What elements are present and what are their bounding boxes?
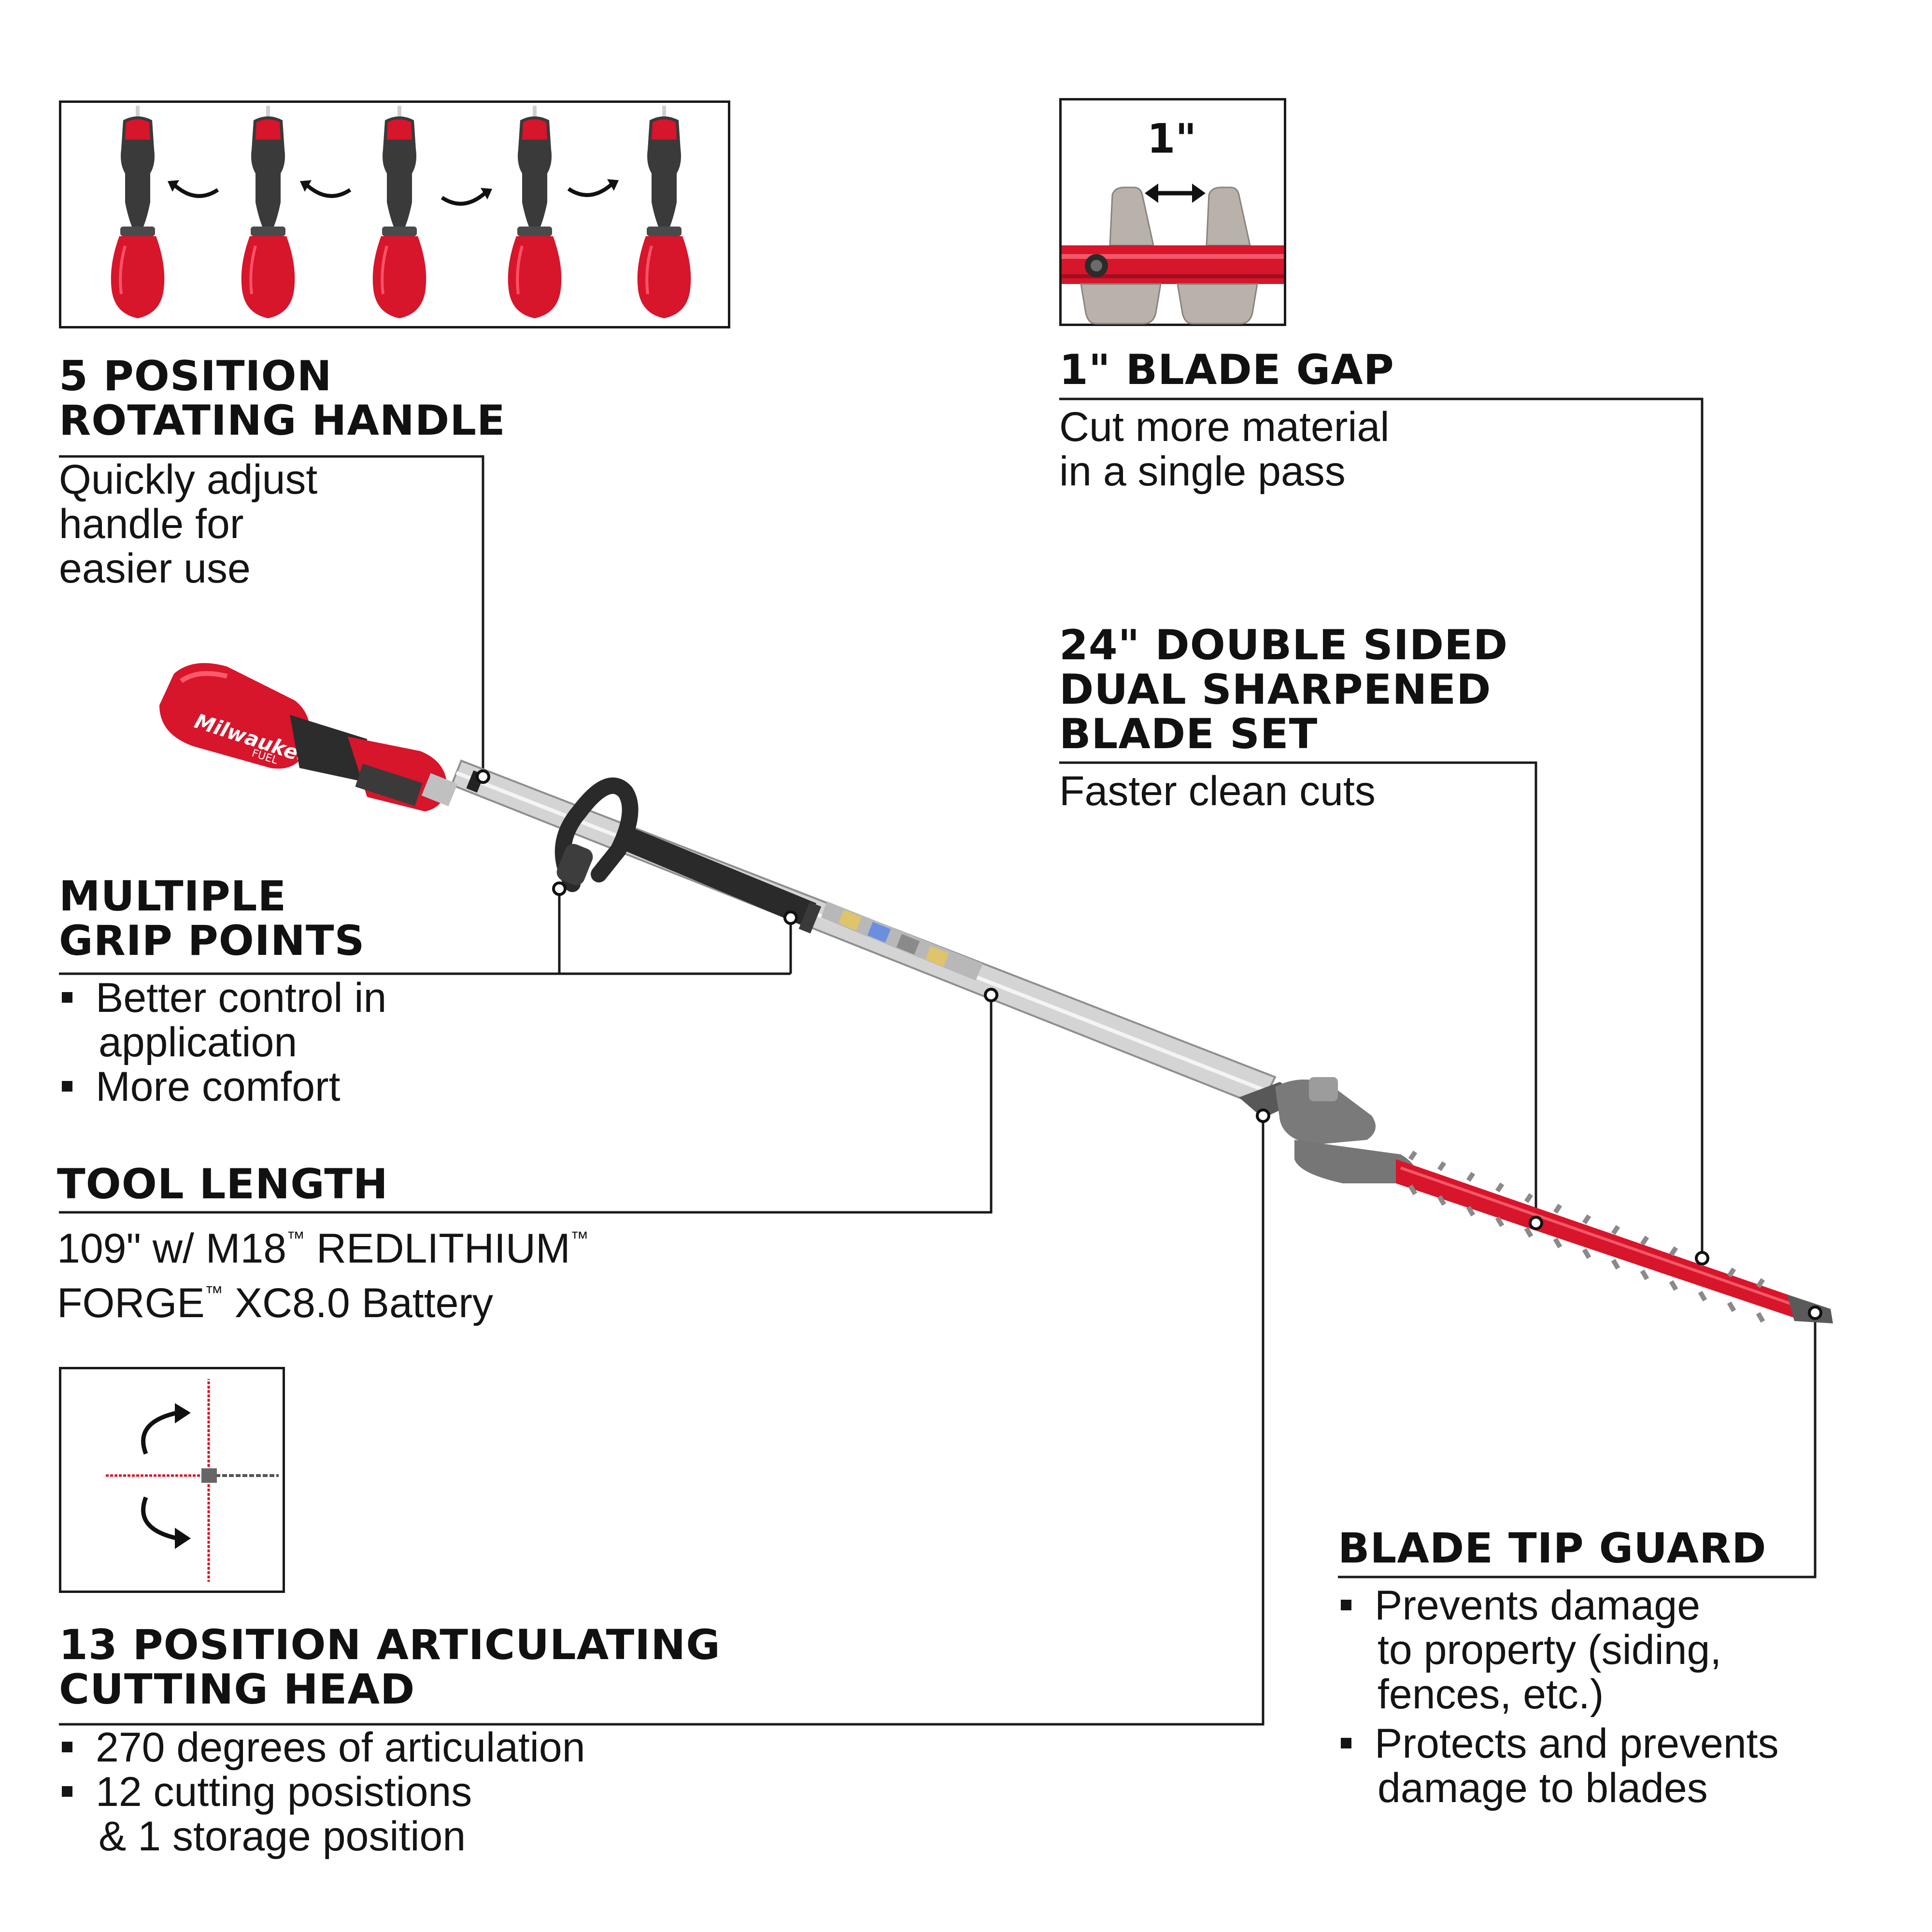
- handle-title-2: ROTATING HANDLE: [59, 397, 506, 445]
- handle-positions-inset: [59, 100, 730, 328]
- length-line-2: FORGE™ XC8.0 Battery: [57, 1280, 494, 1326]
- head-b2-l1: 12 cutting posistions: [96, 1769, 472, 1815]
- grip-sleeve: [623, 827, 822, 934]
- gap-title: 1" BLADE GAP: [1059, 346, 1394, 394]
- length-callout: TOOL LENGTH 109" w/ M18™ REDLITHIUM™ FOR…: [57, 1162, 589, 1325]
- tip-b2-l2: damage to blades: [1378, 1765, 1708, 1811]
- blade-gap-inset: 1": [1059, 98, 1286, 326]
- tip-b2-l1: Protects and prevents: [1375, 1720, 1779, 1767]
- grip-b1-l2: application: [99, 1019, 298, 1065]
- head-title-1: 13 POSITION ARTICULATING: [59, 1621, 721, 1669]
- head-b2-l2: & 1 storage position: [99, 1813, 466, 1860]
- grip-b1-l1: Better control in: [96, 975, 387, 1021]
- hedge-blade: [1396, 1151, 1833, 1323]
- curved-arrow-icon: [141, 1496, 191, 1549]
- double-arrow-icon: [1145, 184, 1206, 203]
- head-bullet-2: 12 cutting posistions& 1 storage positio…: [59, 1770, 721, 1859]
- loop-handle: [554, 777, 639, 892]
- power-head: Milwaukee FUEL: [159, 663, 484, 811]
- head-callout: 13 POSITION ARTICULATING CUTTING HEAD 27…: [59, 1623, 721, 1859]
- grip-title-1: MULTIPLE: [59, 872, 287, 921]
- blade-callout: 24" DOUBLE SIDED DUAL SHARPENED BLADE SE…: [1059, 623, 1508, 813]
- handle-desc-2: handle for: [59, 501, 244, 547]
- length-line-1: 109" w/ M18™ REDLITHIUM™: [57, 1225, 589, 1272]
- callout-markers: [476, 769, 1822, 1320]
- cutting-head: [1239, 1077, 1416, 1183]
- tip-b1-l1: Prevents damage: [1375, 1582, 1701, 1629]
- tip-title: BLADE TIP GUARD: [1338, 1524, 1767, 1573]
- blade-gap-illustration: 1": [1062, 115, 1284, 325]
- head-bullet-1: 270 degrees of articulation: [59, 1725, 721, 1770]
- curved-arrow-icon: [141, 1403, 191, 1455]
- gap-inset-label: 1": [1147, 115, 1196, 162]
- blade-title-1: 24" DOUBLE SIDED: [1059, 621, 1508, 669]
- handle-callout: 5 POSITION ROTATING HANDLE Quickly adjus…: [59, 354, 506, 591]
- blade-desc: Faster clean cuts: [1059, 768, 1376, 814]
- tip-b1-l3: fences, etc.): [1378, 1671, 1604, 1718]
- articulation-illustration: [105, 1379, 279, 1582]
- gap-callout: 1" BLADE GAP Cut more material in a sing…: [1059, 348, 1394, 494]
- grip-bullet-2: More comfort: [59, 1065, 386, 1109]
- head-title-2: CUTTING HEAD: [59, 1665, 415, 1714]
- gap-desc-1: Cut more material: [1059, 404, 1390, 450]
- length-title: TOOL LENGTH: [57, 1160, 388, 1208]
- gap-desc-2: in a single pass: [1059, 448, 1346, 495]
- head-b1: 270 degrees of articulation: [96, 1724, 585, 1771]
- grip-b2-l1: More comfort: [96, 1064, 341, 1110]
- tip-b1-l2: to property (siding,: [1378, 1627, 1722, 1673]
- handle-title-1: 5 POSITION: [59, 352, 332, 400]
- articulation-inset: [59, 1367, 285, 1593]
- shaft-graphics: [821, 901, 983, 980]
- grip-title-2: GRIP POINTS: [59, 917, 365, 965]
- blade-title-3: BLADE SET: [1059, 710, 1318, 758]
- handle-desc-3: easier use: [59, 545, 251, 592]
- blade-title-2: DUAL SHARPENED: [1059, 666, 1492, 714]
- handle-desc-1: Quickly adjust: [59, 456, 318, 503]
